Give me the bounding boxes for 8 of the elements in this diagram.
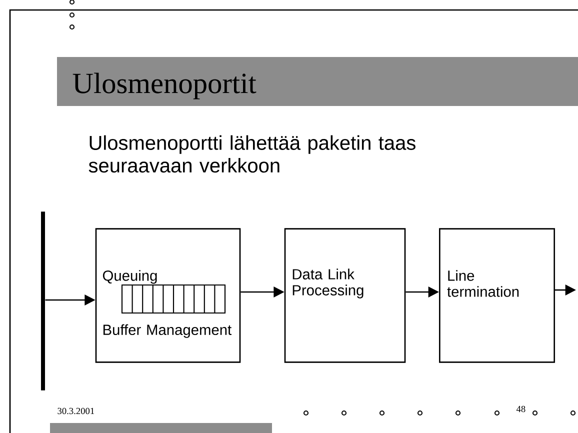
- subtitle-text: Ulosmenoportti lähettää paketin taas seuraavaan verkkoon: [88, 135, 416, 173]
- vertical-bar: [41, 212, 45, 390]
- date-text: 30.3.2001: [58, 408, 94, 414]
- process-box: Queuing Buffer Management: [95, 228, 241, 363]
- process-box: Line termination: [439, 228, 555, 363]
- process-box: Data Link Processing: [284, 228, 406, 363]
- title-band: Ulosmenoportit: [57, 57, 578, 106]
- page-number: 48: [516, 406, 526, 412]
